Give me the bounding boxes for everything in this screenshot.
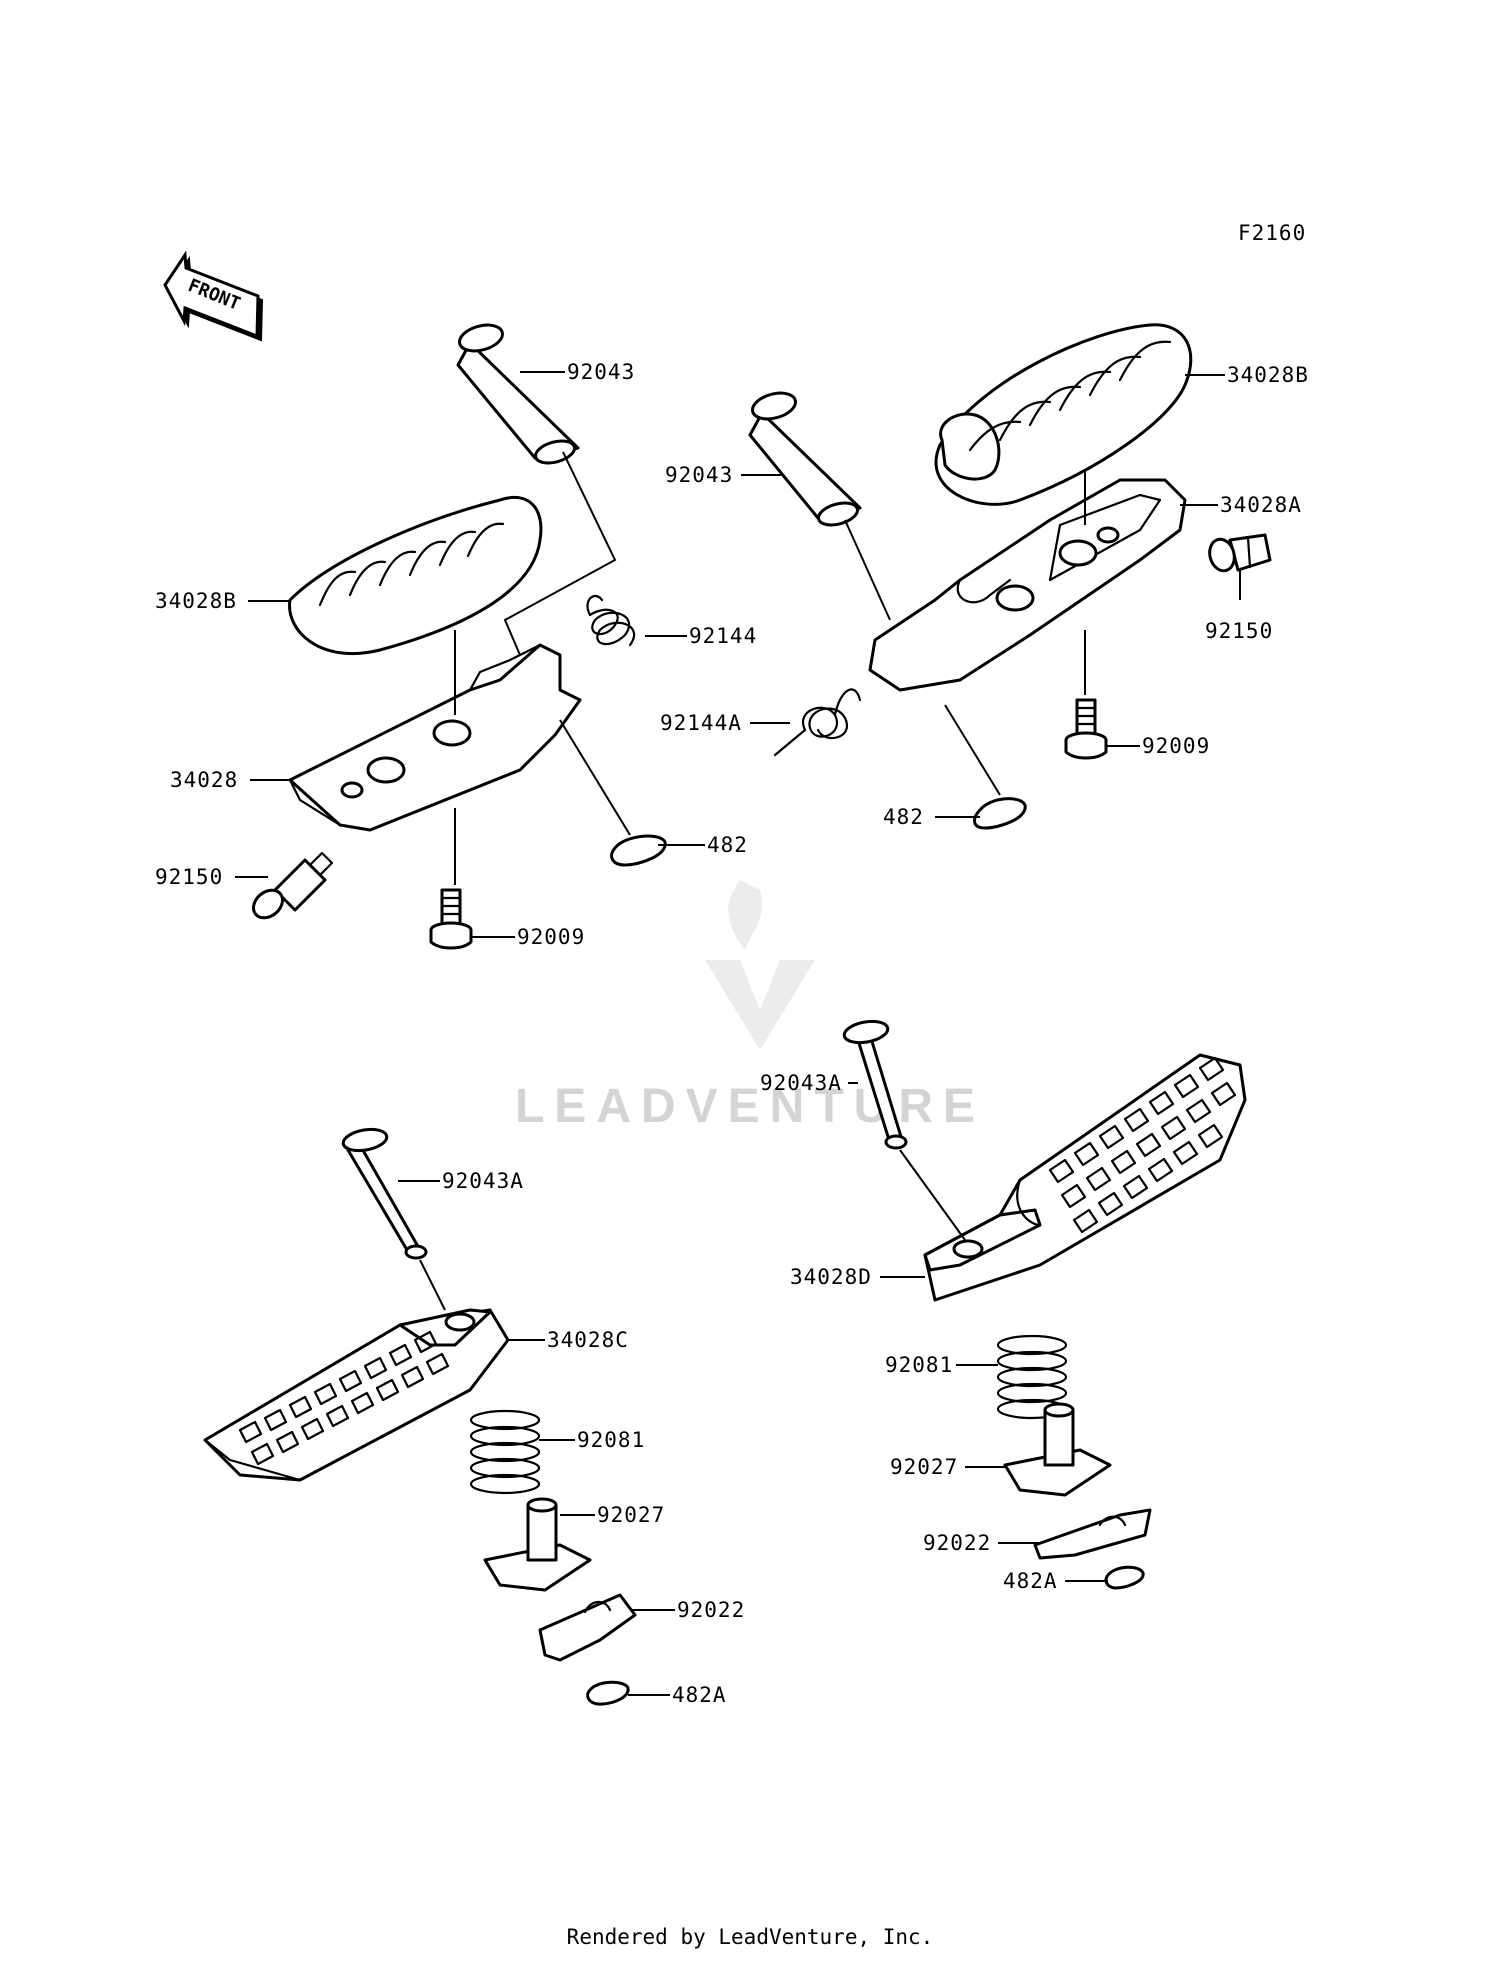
label-92043-right: 92043	[665, 463, 733, 487]
pin-92043-right	[748, 391, 862, 527]
left-rear-footpeg-assembly	[235, 323, 705, 950]
watermark-text: LEADVENTURE	[515, 1080, 985, 1133]
label-92144a: 92144A	[660, 711, 742, 735]
label-92027-left: 92027	[597, 1503, 665, 1527]
label-92150-left: 92150	[155, 865, 223, 889]
label-34028b-right: 34028B	[1227, 363, 1309, 387]
plate-92022-left	[538, 1593, 637, 1662]
spring-92081-right	[996, 1334, 1068, 1420]
label-34028a: 34028A	[1220, 493, 1302, 517]
bolt-92009-left	[429, 888, 473, 950]
label-92043-left: 92043	[567, 360, 635, 384]
label-482a-left: 482A	[672, 1683, 727, 1707]
label-92043a-left: 92043A	[442, 1169, 524, 1193]
label-92081-right: 92081	[885, 1353, 953, 1377]
footpeg-34028d	[923, 1053, 1247, 1302]
pin-92043-left	[456, 323, 580, 465]
rubber-34028b-right	[934, 323, 1193, 506]
bracket-92027-right	[1003, 1402, 1112, 1497]
label-34028d: 34028D	[790, 1265, 872, 1289]
front-arrow-icon: FRONT	[163, 250, 264, 342]
label-92022-left: 92022	[677, 1598, 745, 1622]
bracket-92027-left	[483, 1497, 592, 1592]
diagram-code: F2160	[1238, 221, 1306, 245]
plate-92022-right	[1033, 1508, 1152, 1560]
label-92009-left: 92009	[517, 925, 585, 949]
label-92022-right: 92022	[923, 1531, 991, 1555]
label-34028: 34028	[170, 768, 238, 792]
spring-92144a-right	[773, 688, 862, 757]
clip-482-left	[610, 834, 667, 867]
right-rear-footpeg-assembly	[741, 323, 1272, 830]
footpeg-34028	[288, 643, 582, 832]
label-34028b-left: 34028B	[155, 589, 237, 613]
rubber-34028b-left	[288, 495, 543, 656]
right-front-footpeg-assembly	[842, 1019, 1247, 1590]
label-92043a-right: 92043A	[760, 1071, 842, 1095]
leadventure-watermark: LEADVENTURE	[515, 880, 985, 1133]
spring-92144-left	[586, 594, 636, 647]
bolt-92150-left	[252, 851, 334, 920]
tread-pattern	[238, 1330, 450, 1466]
footpeg-34028c	[203, 1308, 510, 1482]
bolt-92009-right	[1064, 698, 1108, 760]
clip-482-right	[973, 797, 1027, 830]
pin-92043a-right	[842, 1019, 908, 1150]
left-front-footpeg-assembly	[203, 1127, 675, 1706]
tread-pattern-right	[1048, 1056, 1237, 1234]
label-92027-right: 92027	[890, 1455, 958, 1479]
label-482-right: 482	[883, 805, 924, 829]
footpeg-34028a	[868, 478, 1187, 692]
label-92144: 92144	[689, 624, 757, 648]
clip-482a-right	[1104, 1565, 1145, 1590]
label-482-left: 482	[707, 833, 748, 857]
label-92150-right: 92150	[1205, 619, 1273, 643]
bolt-92150-right	[1208, 533, 1272, 573]
pin-92043a-left	[341, 1127, 428, 1260]
label-34028c: 34028C	[547, 1328, 629, 1352]
footer-credit: Rendered by LeadVenture, Inc.	[567, 1925, 934, 1949]
clip-482a-left	[586, 1680, 630, 1706]
label-92081-left: 92081	[577, 1428, 645, 1452]
spring-92081-left	[469, 1409, 541, 1495]
label-92009-right: 92009	[1142, 734, 1210, 758]
part-labels: 92043 34028B 92144 34028 482 92150 92009…	[155, 360, 1309, 1707]
label-482a-right: 482A	[1003, 1569, 1058, 1593]
